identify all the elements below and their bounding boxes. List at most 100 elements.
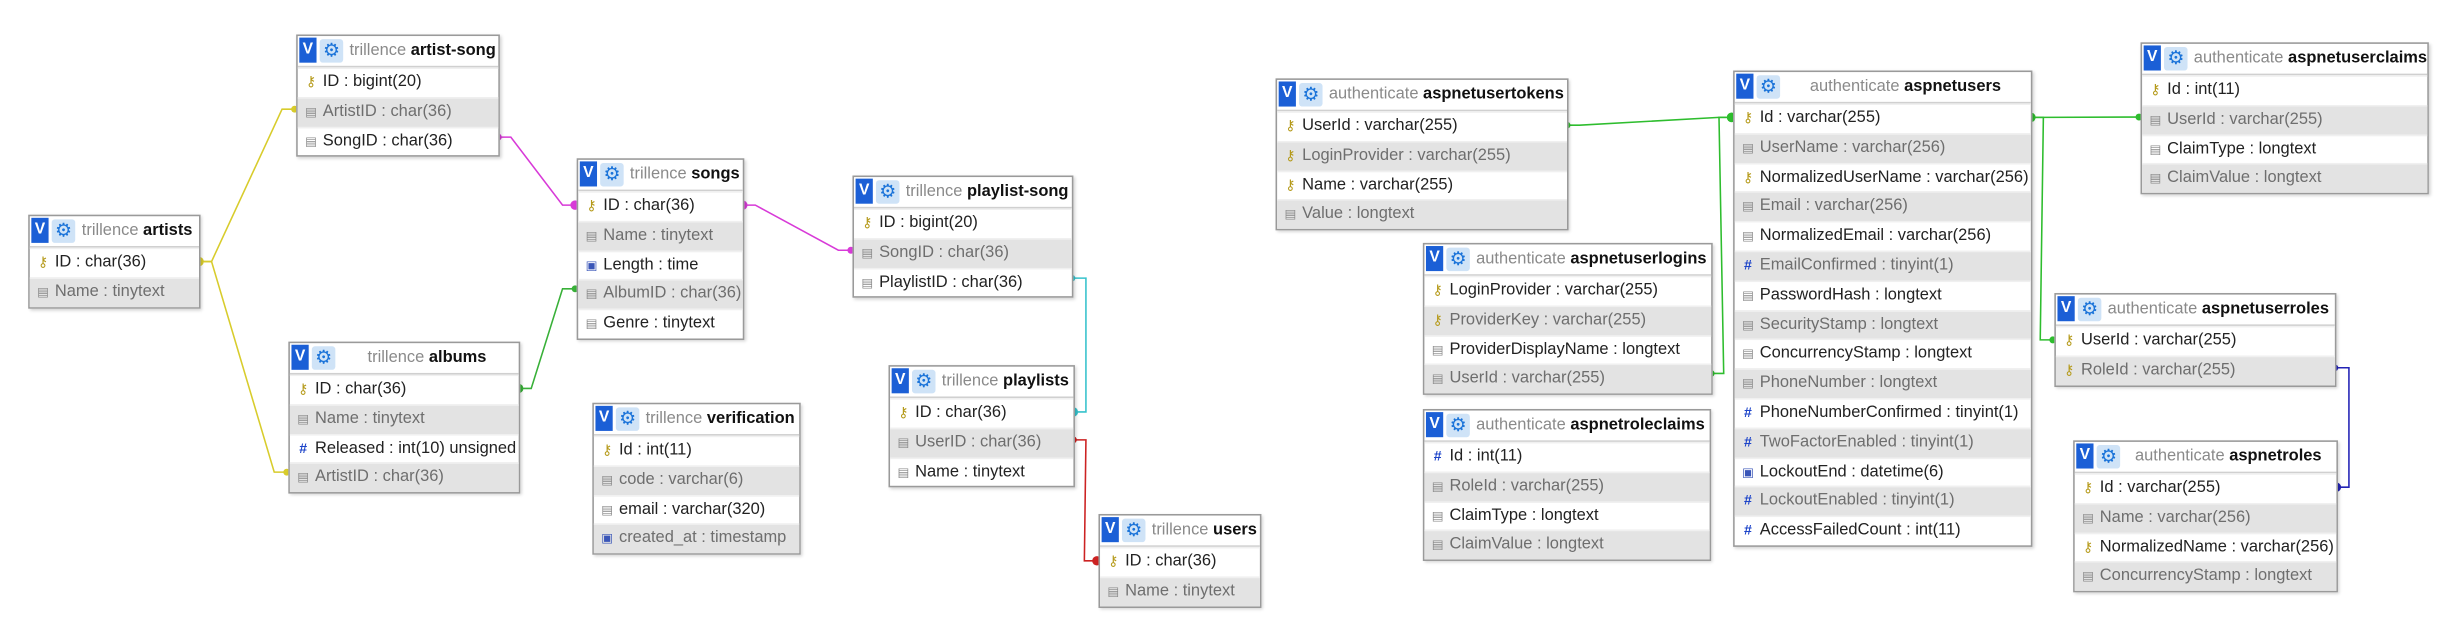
table-title[interactable]: trillence playlists — [942, 367, 1069, 397]
column-row[interactable]: #EmailConfirmed : tinyint(1) — [1734, 250, 2031, 281]
table-verification[interactable]: V⚙trillence verification⚷Id : int(11)▤co… — [592, 402, 801, 556]
column-row[interactable]: ⚷Id : varchar(255) — [1734, 103, 2031, 132]
table-header[interactable]: V⚙authenticate aspnetroleclaims — [1424, 411, 1710, 442]
table-header[interactable]: V⚙trillence playlist-song — [854, 177, 1072, 209]
column-row[interactable]: ▤Name : tinytext — [890, 456, 1074, 486]
gear-icon[interactable]: ⚙ — [600, 162, 624, 187]
table-artists[interactable]: V⚙trillence artists⚷ID : char(36)▤Name :… — [28, 214, 201, 309]
gear-icon[interactable]: ⚙ — [1121, 518, 1146, 543]
table-header[interactable]: V⚙trillence playlists — [890, 367, 1074, 399]
column-row[interactable]: ▤Name : tinytext — [1100, 576, 1260, 606]
table-title[interactable]: trillence playlist-song — [906, 177, 1069, 207]
column-row[interactable]: ⚷Id : int(11) — [2142, 75, 2428, 104]
column-row[interactable]: ▤Name : tinytext — [578, 220, 743, 251]
column-row[interactable]: ▤UserId : varchar(255) — [1424, 364, 1712, 394]
toggle-view-icon[interactable]: V — [299, 37, 317, 63]
column-row[interactable]: ⚷NormalizedUserName : varchar(256) — [1734, 162, 2031, 191]
column-row[interactable]: #Id : int(11) — [1424, 441, 1710, 471]
column-row[interactable]: ⚷ID : char(36) — [890, 398, 1074, 427]
table-header[interactable]: V⚙trillence artist-song — [297, 36, 499, 68]
gear-icon[interactable]: ⚙ — [1299, 83, 1323, 107]
table-header[interactable]: V⚙authenticate aspnetuserclaims — [2142, 44, 2428, 76]
column-row[interactable]: ▤Value : longtext — [1277, 199, 1567, 230]
table-header[interactable]: V⚙trillence artists — [29, 216, 200, 248]
table-artist-song[interactable]: V⚙trillence artist-song⚷ID : bigint(20)▤… — [296, 34, 500, 158]
toggle-view-icon[interactable]: V — [579, 161, 598, 187]
column-row[interactable]: ▣LockoutEnd : datetime(6) — [1734, 456, 2031, 486]
table-title[interactable]: authenticate aspnetuserlogins — [1476, 244, 1706, 274]
table-playlist-song[interactable]: V⚙trillence playlist-song⚷ID : bigint(20… — [852, 175, 1074, 299]
column-row[interactable]: ▤ClaimValue : longtext — [1424, 530, 1710, 560]
column-row[interactable]: ⚷ID : bigint(20) — [297, 67, 499, 96]
table-title[interactable]: authenticate aspnetroles — [2126, 442, 2330, 472]
table-title[interactable]: authenticate aspnetuserroles — [2108, 295, 2329, 325]
table-title[interactable]: trillence artists — [81, 216, 193, 246]
gear-icon[interactable]: ⚙ — [51, 219, 76, 243]
gear-icon[interactable]: ⚙ — [1756, 75, 1781, 99]
column-row[interactable]: ▤PhoneNumber : longtext — [1734, 368, 2031, 398]
toggle-view-icon[interactable]: V — [855, 178, 873, 204]
table-header[interactable]: V⚙authenticate aspnetusers — [1734, 72, 2031, 104]
column-row[interactable]: ▤ClaimType : longtext — [1424, 500, 1710, 530]
column-row[interactable]: ▤ArtistID : char(36) — [289, 462, 519, 493]
column-row[interactable]: ⚷Name : varchar(255) — [1277, 170, 1567, 199]
column-row[interactable]: ▤SecurityStamp : longtext — [1734, 309, 2031, 340]
table-header[interactable]: V⚙trillence users — [1100, 516, 1260, 547]
toggle-view-icon[interactable]: V — [31, 217, 49, 243]
table-title[interactable]: authenticate aspnetusers — [1786, 72, 2024, 102]
column-row[interactable]: ▤UserName : varchar(256) — [1734, 132, 2031, 163]
table-header[interactable]: V⚙authenticate aspnetusertokens — [1277, 80, 1567, 112]
table-header[interactable]: V⚙authenticate aspnetroles — [2074, 442, 2337, 474]
column-row[interactable]: ⚷ProviderKey : varchar(255) — [1424, 305, 1712, 335]
column-row[interactable]: ▤UserId : varchar(255) — [2142, 104, 2428, 135]
column-row[interactable]: ▤PlaylistID : char(36) — [854, 267, 1072, 296]
table-title[interactable]: trillence users — [1152, 516, 1257, 546]
column-row[interactable]: ⚷NormalizedName : varchar(256) — [2074, 532, 2337, 561]
table-albums[interactable]: V⚙trillence albums⚷ID : char(36)▤Name : … — [288, 341, 521, 494]
column-row[interactable]: ▤AlbumID : char(36) — [578, 279, 743, 309]
toggle-view-icon[interactable]: V — [891, 368, 909, 394]
column-row[interactable]: ⚷LoginProvider : varchar(255) — [1424, 275, 1712, 305]
gear-icon[interactable]: ⚙ — [1446, 247, 1470, 272]
column-row[interactable]: ⚷Id : int(11) — [593, 435, 800, 465]
table-header[interactable]: V⚙trillence songs — [578, 160, 743, 192]
gear-icon[interactable]: ⚙ — [319, 39, 344, 63]
table-users[interactable]: V⚙trillence users⚷ID : char(36)▤Name : t… — [1098, 513, 1262, 608]
column-row[interactable]: #LockoutEnabled : tinyint(1) — [1734, 486, 2031, 516]
table-aspnetroles[interactable]: V⚙authenticate aspnetroles⚷Id : varchar(… — [2073, 440, 2338, 593]
column-row[interactable]: ▤ArtistID : char(36) — [297, 96, 499, 127]
column-row[interactable]: ▤NormalizedEmail : varchar(256) — [1734, 221, 2031, 250]
gear-icon[interactable]: ⚙ — [2077, 297, 2102, 322]
column-row[interactable]: ▤Name : tinytext — [289, 403, 519, 434]
column-row[interactable]: ⚷UserId : varchar(255) — [1277, 111, 1567, 140]
table-aspnetuserclaims[interactable]: V⚙authenticate aspnetuserclaims⚷Id : int… — [2140, 42, 2429, 195]
gear-icon[interactable]: ⚙ — [1446, 413, 1470, 438]
table-header[interactable]: V⚙authenticate aspnetuserlogins — [1424, 244, 1712, 276]
column-row[interactable]: ▤Name : tinytext — [29, 277, 200, 307]
table-aspnetroleclaims[interactable]: V⚙authenticate aspnetroleclaims#Id : int… — [1422, 408, 1712, 562]
column-row[interactable]: #AccessFailedCount : int(11) — [1734, 515, 2031, 545]
column-row[interactable]: ▤ClaimType : longtext — [2142, 134, 2428, 163]
toggle-view-icon[interactable]: V — [291, 344, 309, 370]
column-row[interactable]: ⚷ID : bigint(20) — [854, 208, 1072, 237]
column-row[interactable]: ⚷ID : char(36) — [1100, 546, 1260, 576]
column-row[interactable]: ⚷UserId : varchar(255) — [2055, 325, 2335, 355]
table-title[interactable]: trillence artist-song — [349, 36, 495, 66]
column-row[interactable]: #Released : int(10) unsigned — [289, 433, 519, 462]
table-aspnetuserlogins[interactable]: V⚙authenticate aspnetuserlogins⚷LoginPro… — [1422, 242, 1713, 396]
column-row[interactable]: ▣created_at : timestamp — [593, 523, 800, 554]
gear-icon[interactable]: ⚙ — [875, 180, 900, 204]
gear-icon[interactable]: ⚙ — [2096, 445, 2121, 469]
column-row[interactable]: ⚷LoginProvider : varchar(255) — [1277, 140, 1567, 171]
table-title[interactable]: authenticate aspnetroleclaims — [1476, 411, 1705, 441]
column-row[interactable]: ⚷ID : char(36) — [289, 374, 519, 404]
toggle-view-icon[interactable]: V — [1736, 73, 1754, 99]
table-header[interactable]: V⚙authenticate aspnetuserroles — [2055, 295, 2335, 326]
table-aspnetuserroles[interactable]: V⚙authenticate aspnetuserroles⚷UserId : … — [2054, 293, 2337, 387]
table-title[interactable]: authenticate aspnetuserclaims — [2194, 44, 2427, 74]
column-row[interactable]: ▤UserID : char(36) — [890, 427, 1074, 457]
toggle-view-icon[interactable]: V — [1101, 517, 1119, 543]
column-row[interactable]: ▤ProviderDisplayName : longtext — [1424, 334, 1712, 364]
column-row[interactable]: ⚷ID : char(36) — [29, 247, 200, 277]
gear-icon[interactable]: ⚙ — [911, 369, 936, 394]
